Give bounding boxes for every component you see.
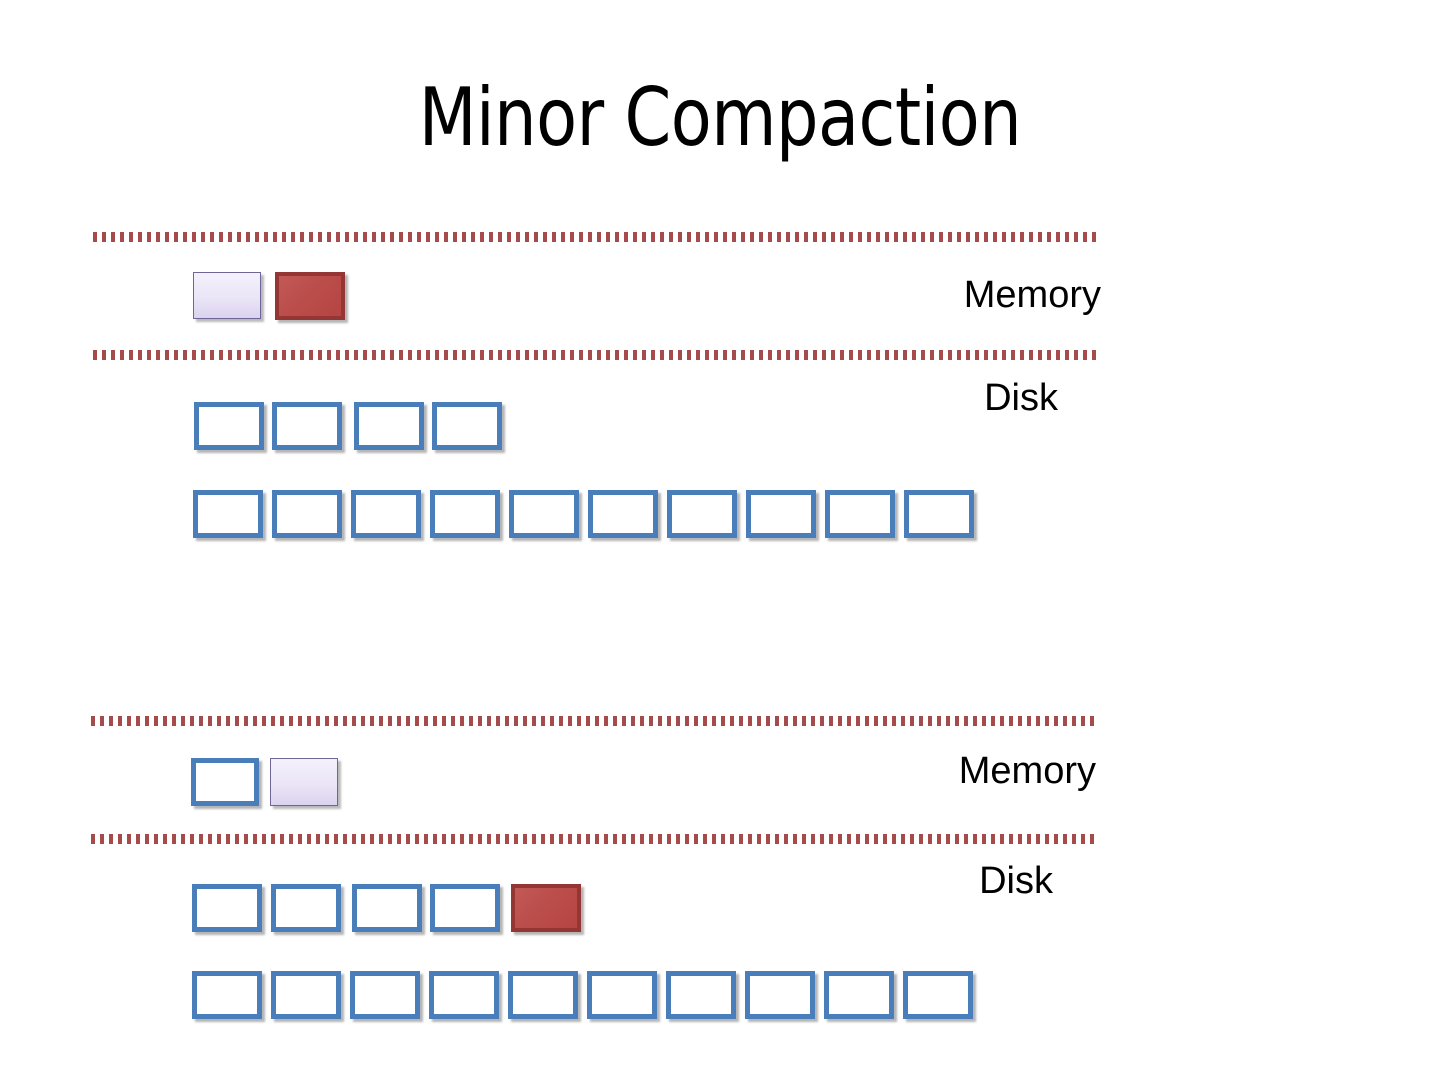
disk-block[interactable] — [588, 490, 658, 538]
disk-block[interactable] — [192, 971, 262, 1019]
disk-block[interactable] — [508, 971, 578, 1019]
disk-block[interactable] — [825, 490, 895, 538]
divider-top-section-after — [91, 716, 1095, 726]
disk-block[interactable] — [432, 402, 502, 450]
disk-block[interactable] — [824, 971, 894, 1019]
disk-block[interactable] — [903, 971, 973, 1019]
disk-block[interactable] — [430, 884, 500, 932]
memory-block-lavender[interactable] — [193, 272, 261, 319]
disk-block[interactable] — [587, 971, 657, 1019]
disk-block[interactable] — [194, 402, 264, 450]
divider-memory-disk-before — [93, 350, 1100, 360]
disk-block[interactable] — [429, 971, 499, 1019]
disk-block[interactable] — [509, 490, 579, 538]
disk-block[interactable] — [352, 884, 422, 932]
memory-label-after: Memory — [958, 750, 1096, 792]
divider-memory-disk-after — [91, 834, 1095, 844]
disk-block[interactable] — [666, 971, 736, 1019]
memory-block-lavender[interactable] — [270, 758, 338, 806]
disk-label-after: Disk — [979, 860, 1053, 902]
disk-block[interactable] — [904, 490, 974, 538]
disk-block[interactable] — [667, 490, 737, 538]
disk-block[interactable] — [271, 884, 341, 932]
memory-block-blue[interactable] — [191, 758, 259, 806]
disk-block[interactable] — [271, 971, 341, 1019]
page-title: Minor Compaction — [418, 71, 1022, 164]
disk-block[interactable] — [351, 490, 421, 538]
disk-block[interactable] — [193, 490, 263, 538]
disk-block[interactable] — [192, 884, 262, 932]
disk-block[interactable] — [745, 971, 815, 1019]
disk-block-red-flushed[interactable] — [511, 884, 581, 932]
memory-label-before: Memory — [963, 274, 1101, 316]
disk-label-before: Disk — [984, 377, 1058, 419]
disk-block[interactable] — [272, 490, 342, 538]
disk-block[interactable] — [350, 971, 420, 1019]
disk-block[interactable] — [272, 402, 342, 450]
divider-top-section-before — [93, 232, 1100, 242]
disk-block[interactable] — [746, 490, 816, 538]
disk-block[interactable] — [354, 402, 424, 450]
memory-block-red[interactable] — [275, 272, 345, 320]
disk-block[interactable] — [430, 490, 500, 538]
